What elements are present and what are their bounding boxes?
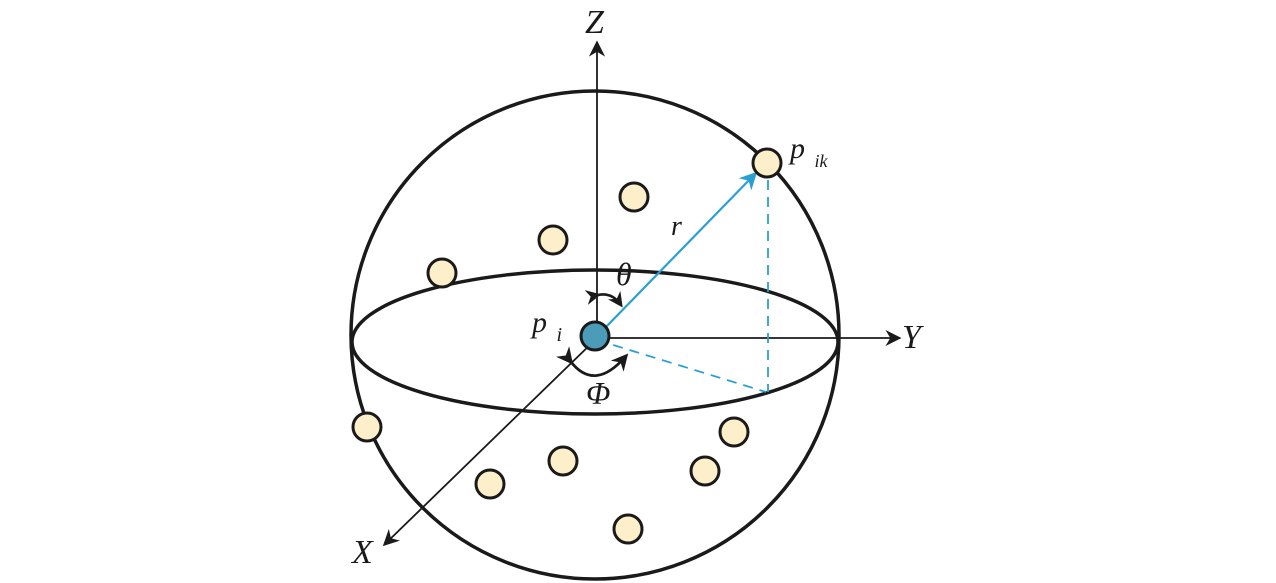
equator-ellipse bbox=[350, 268, 840, 416]
radius-label: r bbox=[671, 211, 682, 242]
neighbor-point-label-base: p bbox=[788, 132, 805, 165]
neighbor-point-label-sub: ik bbox=[815, 151, 829, 171]
x-axis-label: X bbox=[350, 534, 374, 571]
center-point-label-sub: i bbox=[557, 324, 563, 346]
center-point-label-base: p bbox=[530, 306, 547, 339]
z-axis-label: Z bbox=[585, 4, 605, 41]
neighbor-point bbox=[718, 416, 750, 448]
neighbor-point bbox=[547, 445, 579, 477]
neighbor-point bbox=[474, 468, 506, 500]
y-axis-label: Y bbox=[902, 319, 924, 356]
radius-vector bbox=[603, 171, 758, 330]
center-point bbox=[579, 320, 611, 352]
neighbor-points bbox=[351, 147, 783, 545]
neighbor-point-label: p ik bbox=[788, 132, 829, 171]
neighbor-point bbox=[351, 411, 383, 443]
theta-label: θ bbox=[616, 256, 632, 292]
center-point-label: p i bbox=[530, 306, 562, 346]
theta-arc bbox=[584, 290, 623, 308]
sphere-outline bbox=[349, 89, 841, 581]
neighbor-point bbox=[426, 257, 458, 289]
neighbor-point bbox=[618, 181, 650, 213]
phi-arc bbox=[556, 346, 629, 378]
phi-label: Φ bbox=[586, 375, 610, 411]
neighbor-point bbox=[612, 513, 644, 545]
neighbor-point bbox=[689, 455, 721, 487]
floor-projection-line bbox=[596, 339, 767, 393]
neighbor-point bbox=[537, 224, 569, 256]
x-axis-line bbox=[382, 339, 596, 547]
neighbor-point bbox=[751, 147, 783, 179]
